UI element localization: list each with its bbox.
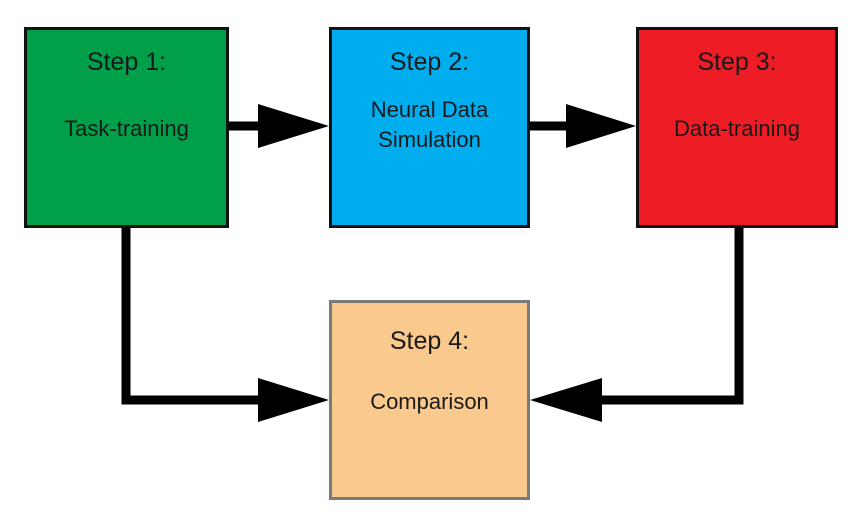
step-2-label: Neural Data Simulation: [370, 97, 489, 152]
arrow-step1-to-step2: [229, 104, 329, 148]
step-3-box: Step 3: Data-training: [636, 27, 838, 228]
step-3-label: Data-training: [674, 116, 800, 141]
step-4-label: Comparison: [370, 389, 489, 414]
arrow-step3-to-step4: [530, 228, 744, 422]
step-1-title: Step 1:: [86, 48, 167, 76]
step-3-title: Step 3:: [697, 48, 777, 76]
step-4-box: Step 4: Comparison: [329, 300, 530, 500]
step-1-label: Task-training: [64, 116, 189, 141]
step-2-title: Step 2:: [389, 48, 470, 76]
step-4-title: Step 4:: [389, 327, 470, 355]
arrow-step2-to-step3: [530, 104, 636, 148]
step-1-box: Step 1: Task-training: [24, 27, 229, 228]
arrow-step1-to-step4: [121, 228, 329, 422]
step-2-box: Step 2: Neural Data Simulation: [329, 27, 530, 228]
